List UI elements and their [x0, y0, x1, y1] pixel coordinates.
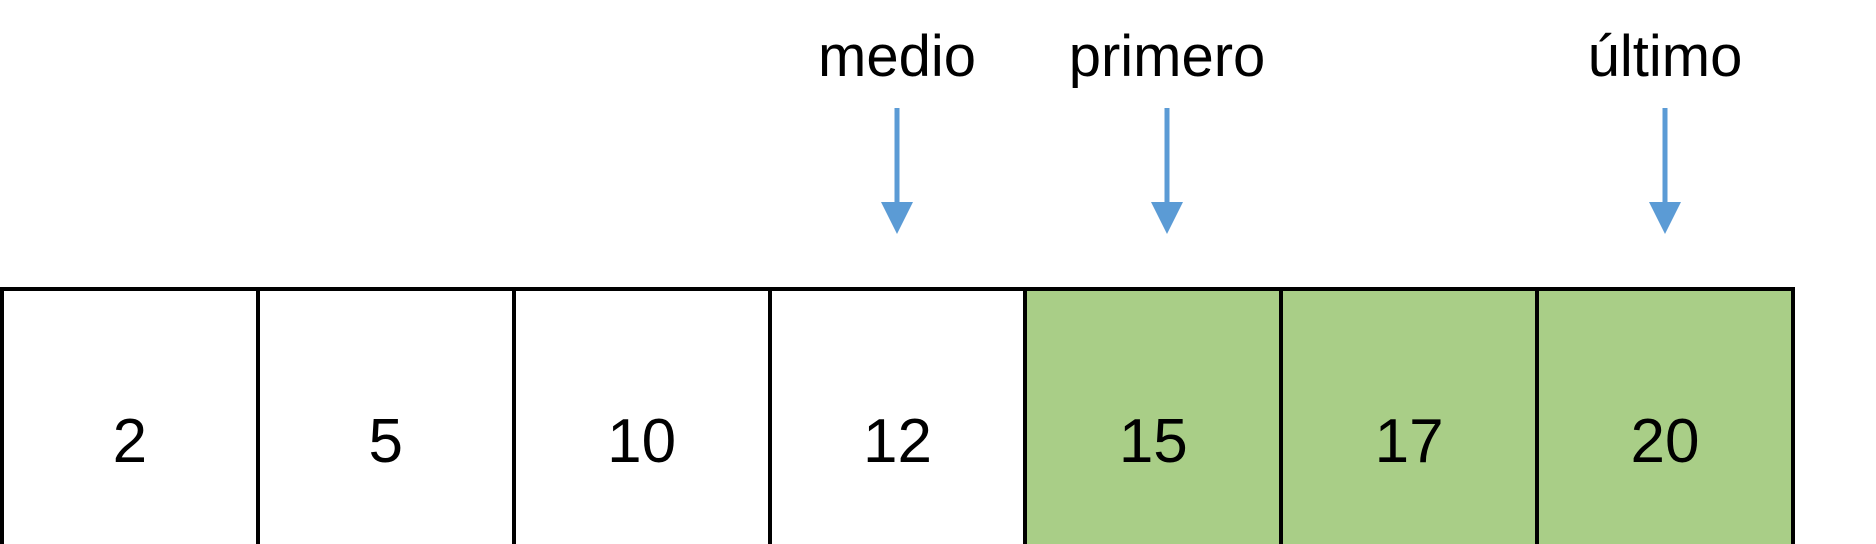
array-cell-6[interactable]: 20: [1535, 287, 1795, 544]
array-cell-1[interactable]: 5: [255, 287, 516, 544]
annotation-label-primero: primero: [1068, 24, 1266, 89]
array-cell-5[interactable]: 17: [1279, 287, 1540, 544]
annotation-label-ultimo: último: [1587, 24, 1743, 89]
table-row: 2 5 10 12 15 17 20: [0, 287, 1795, 544]
array-cell-3[interactable]: 12: [767, 287, 1028, 544]
array-cell-0[interactable]: 2: [0, 287, 260, 544]
down-arrow-icon-primero: [1147, 108, 1187, 234]
array-table: 2 5 10 12 15 17 20: [0, 287, 1795, 544]
annotation-label-medio: medio: [818, 24, 976, 89]
array-cell-2[interactable]: 10: [511, 287, 772, 544]
down-arrow-icon-medio: [877, 108, 917, 234]
array-cell-4[interactable]: 15: [1023, 287, 1284, 544]
down-arrow-icon-ultimo: [1645, 108, 1685, 234]
